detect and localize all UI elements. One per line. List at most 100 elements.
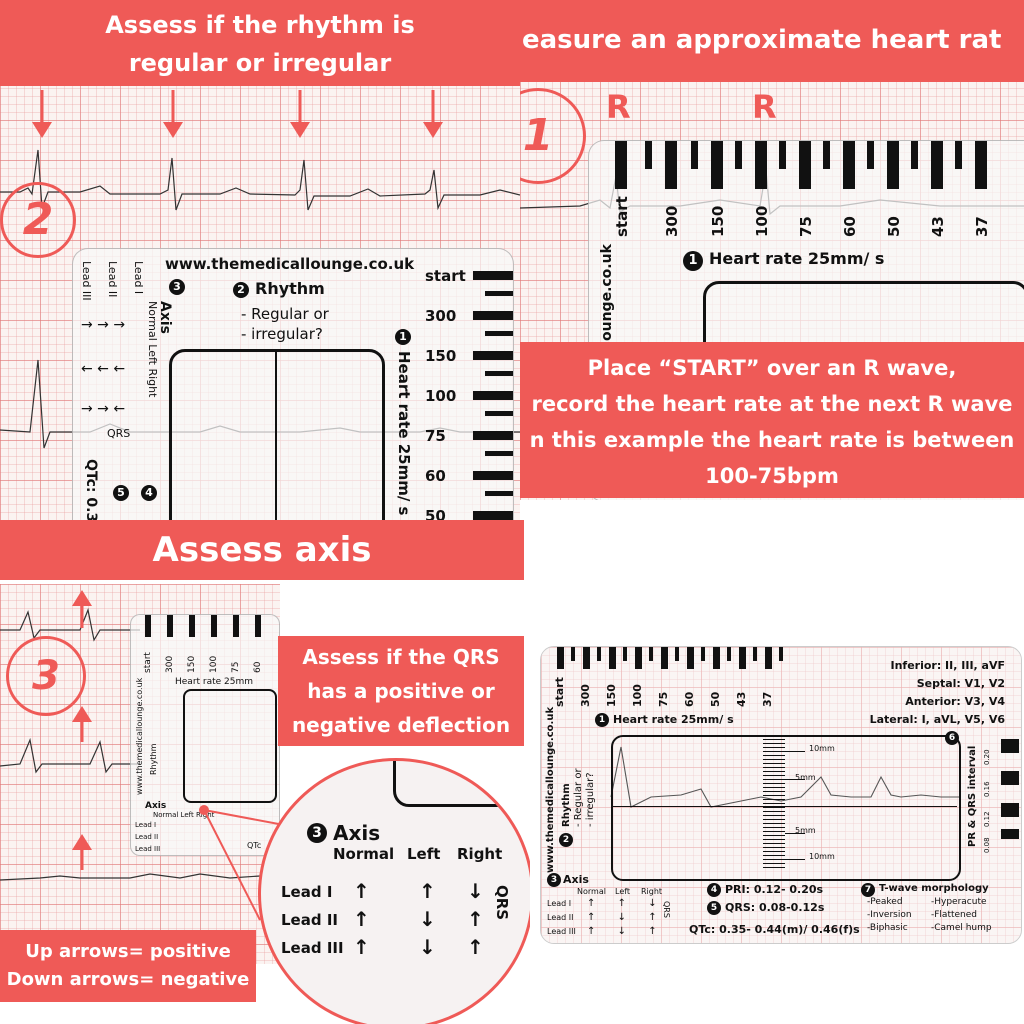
- scale-50: 50: [709, 691, 722, 707]
- ruler-tick: [755, 141, 767, 189]
- zoom-col-right: Right: [457, 845, 503, 863]
- scale-150: 150: [709, 205, 727, 237]
- right-arrow-lead-1: ↓: [467, 879, 484, 903]
- card-tick: [597, 647, 601, 661]
- scale-150: 150: [605, 684, 618, 707]
- heart-rate-panel: easure an approximate heart rat 1 R R st…: [520, 0, 1024, 500]
- card-tick: [779, 647, 783, 661]
- card-tick: [649, 647, 653, 661]
- normal-arrow-lead-3: ↑: [353, 935, 370, 959]
- zoom-axis-number: 3: [307, 823, 327, 843]
- mm-marker: [785, 833, 805, 834]
- scale-75: 75: [425, 427, 446, 445]
- scale-37: 37: [973, 216, 991, 237]
- card-tick: [571, 647, 575, 661]
- rhythm-title: Rhythm: [255, 279, 325, 298]
- mm-5-bottom: 5mm: [795, 826, 816, 835]
- heart-rate-label: Heart rate 25mm/ s: [395, 351, 413, 516]
- rhythm-banner-line-2: regular or irregular: [128, 49, 392, 77]
- ruler-tick: [691, 141, 698, 169]
- pri-value: PRI: 0.12- 0.20s: [725, 883, 824, 896]
- ruler-tick: [189, 615, 195, 637]
- normal-arrow-lead-1: ↑: [353, 879, 370, 903]
- arrow-legend-banner: Up arrows= positive Down arrows= negativ…: [0, 930, 256, 1002]
- interval-block: [1001, 829, 1019, 839]
- zoom-lead-3: Lead III: [281, 939, 344, 957]
- qrs-banner-line-3: negative deflection: [291, 713, 511, 737]
- ruler-tick: [931, 141, 943, 189]
- mm-scale: [763, 739, 785, 869]
- ruler-tick: [735, 141, 742, 169]
- ruler-tick: [823, 141, 830, 169]
- scale-300: 300: [579, 684, 592, 707]
- rhythm-line-1: - Regular or: [241, 305, 329, 323]
- axis-banner: Assess axis: [0, 520, 524, 580]
- zoom-col-left: Left: [407, 845, 441, 863]
- card-tick: [623, 647, 627, 661]
- measurement-box: [611, 735, 961, 881]
- card-tick: [557, 647, 564, 669]
- scale-60: 60: [683, 691, 696, 707]
- heart-rate-label: Heart rate 25mm/ s: [709, 249, 885, 268]
- ruler-tick: [867, 141, 874, 169]
- ruler-tick: [473, 471, 513, 480]
- axis-arrows-row-2: ← ← ←: [81, 361, 126, 377]
- qtc-value: QTc: 0.35- 0.44(m)/ 0.46(f)s: [689, 923, 860, 936]
- ruler-tick: [473, 351, 513, 360]
- ruler-tick: [233, 615, 239, 637]
- territory-septal: Septal: V1, V2: [916, 677, 1005, 690]
- axis-lead-1: Lead I: [547, 899, 572, 908]
- twave-biphasic: -Biphasic: [867, 923, 908, 933]
- heart-rate-number: 1: [395, 329, 411, 345]
- zoom-axis-title: Axis: [333, 821, 381, 845]
- card-tick: [753, 647, 757, 661]
- ruler-tick: [711, 141, 723, 189]
- twave-peaked: -Peaked: [867, 897, 903, 907]
- ruler-tick: [955, 141, 962, 169]
- ruler-website: www.themedicallounge.co.uk: [165, 255, 415, 273]
- instruction-line-2: record the heart rate at the next R wave: [531, 392, 1013, 416]
- axis-col-left: Left: [615, 887, 631, 896]
- ruler-tick: [211, 615, 217, 637]
- zoom-box: [393, 761, 530, 807]
- mm-marker: [785, 859, 805, 860]
- rhythm-panel: Assess if the rhythm is regular or irreg…: [0, 0, 520, 520]
- twave-camel-hump: -Camel hump: [931, 923, 992, 933]
- left-arrow-lead-2: ↓: [419, 907, 436, 931]
- qrs-banner-line-2: has a positive or: [307, 679, 495, 703]
- lead-label-1: Lead I: [132, 261, 145, 295]
- axis-arrows-row-3: → → ←: [81, 401, 126, 417]
- box-center-line: [275, 351, 277, 520]
- scale-75: 75: [797, 216, 815, 237]
- ruler-tick: [615, 141, 627, 189]
- ruler-tick: [473, 311, 513, 320]
- card-tick: [583, 647, 590, 669]
- axis-qrs-label: QRS: [662, 901, 671, 918]
- territory-anterior: Anterior: V3, V4: [905, 695, 1005, 708]
- scale-100: 100: [753, 205, 771, 237]
- rhythm-title: Rhythm: [561, 783, 572, 827]
- zoom-lead-2: Lead II: [281, 911, 338, 929]
- rhythm-banner-line-1: Assess if the rhythm is: [105, 11, 415, 39]
- rhythm-sub-2: - irregular?: [585, 772, 596, 827]
- interval-0-08: 0.08: [983, 837, 991, 853]
- qrs-label: QRS: [107, 427, 131, 440]
- twave-title: T-wave morphology: [879, 883, 989, 894]
- interval-0-12: 0.12: [983, 811, 991, 827]
- left-arrow-lead-3: ↓: [419, 935, 436, 959]
- card-tick: [713, 647, 720, 669]
- qrs-value: QRS: 0.08-0.12s: [725, 901, 825, 914]
- heart-rate-number: 1: [595, 713, 609, 727]
- ruler-tick: [485, 411, 513, 416]
- mini-heart-rate-label: Heart rate 25mm: [175, 677, 254, 687]
- axis-panel: Assess axis 3 start 300 150 100 75 60 He…: [0, 520, 530, 1024]
- scale-37: 37: [761, 691, 774, 707]
- step-2-circle: 2: [0, 182, 76, 258]
- ruler-tick: [485, 331, 513, 336]
- ruler-tick: [473, 271, 513, 280]
- ruler-tick: [255, 615, 261, 637]
- axis-number: 3: [169, 279, 185, 295]
- instruction-line-3: n this example the heart rate is between: [529, 428, 1015, 452]
- ruler-tick: [485, 291, 513, 296]
- ruler-tick: [975, 141, 987, 189]
